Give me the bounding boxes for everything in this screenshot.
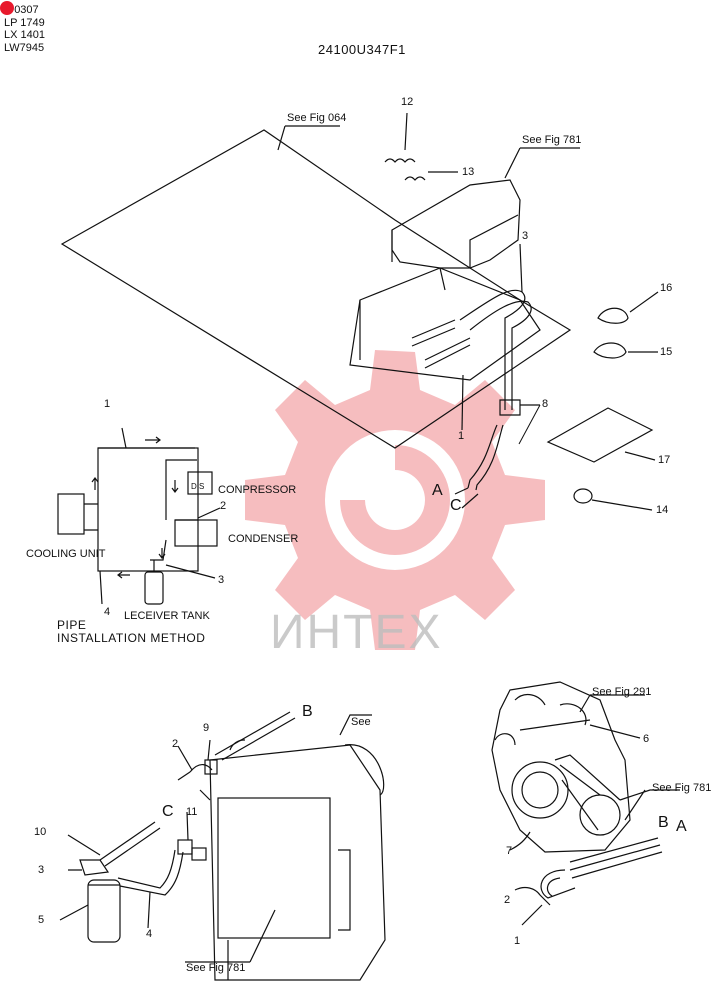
part-2: 2 xyxy=(172,738,179,750)
label-see-fig-781: See Fig 781 xyxy=(186,962,246,974)
part-4: 4 xyxy=(146,928,153,940)
part-3: 3 xyxy=(38,864,45,876)
pipe-4-label: 4 xyxy=(104,606,111,618)
part-9: 9 xyxy=(203,722,210,734)
label-see-fig-064: See Fig 064 xyxy=(287,112,347,124)
receiver-drier xyxy=(87,879,121,943)
radiator-frame xyxy=(209,744,386,981)
part-8: 8 xyxy=(542,398,549,410)
leader-lines xyxy=(518,404,541,445)
label-see: See xyxy=(351,716,371,728)
condenser-label: CONDENSER xyxy=(228,533,299,545)
compressor-ports-label: D S xyxy=(191,482,205,491)
model-code: LP 1749 xyxy=(4,16,45,29)
condenser-core xyxy=(217,797,331,939)
receiver-tank-label: LECEIVER TANK xyxy=(124,610,210,622)
part-11: 11 xyxy=(186,806,198,818)
seat-box xyxy=(391,179,521,269)
drive-belt xyxy=(554,754,621,831)
schematic-title-line2: INSTALLATION METHOD xyxy=(57,631,206,645)
part-2: 2 xyxy=(504,894,511,906)
model-codes: P 0307 LP 1749 LX 1401 LW7945 xyxy=(0,1,45,54)
part-3: 3 xyxy=(522,230,529,242)
part-10: 10 xyxy=(34,826,47,838)
cooling-unit-label: COOLING UNIT xyxy=(26,548,106,560)
part-6: 6 xyxy=(643,733,650,745)
connector-c: C xyxy=(162,803,174,820)
schematic-frame xyxy=(97,447,199,572)
part-7: 7 xyxy=(506,845,513,857)
model-code: LX 1401 xyxy=(4,29,45,41)
condenser-box xyxy=(174,519,218,547)
compressor-label: CONPRESSOR xyxy=(218,484,297,496)
watermark-text: ИНТЕХ xyxy=(270,606,443,659)
watermark-gear-icon xyxy=(245,350,545,650)
label-see-fig-291: See Fig 291 xyxy=(592,686,652,698)
receiver-tank xyxy=(144,571,164,605)
drawing-number: 24100U347F1 xyxy=(318,42,406,57)
connector-b: B xyxy=(302,703,313,720)
part-1: 1 xyxy=(458,430,465,442)
model-code: LW7945 xyxy=(4,41,45,54)
part-17: 17 xyxy=(658,454,671,466)
schematic-title-line1: PIPE xyxy=(57,618,87,632)
connector-b: B xyxy=(658,814,669,831)
connector-a: A xyxy=(432,482,443,499)
part-1: 1 xyxy=(514,935,521,947)
part-13: 13 xyxy=(462,166,475,178)
cooling-unit-box xyxy=(57,493,85,535)
part-15: 15 xyxy=(660,346,673,358)
engine-block xyxy=(491,681,631,853)
part-14: 14 xyxy=(656,504,669,516)
label-see-fig-781: See Fig 781 xyxy=(522,134,582,146)
part-12: 12 xyxy=(401,96,414,108)
part-5: 5 xyxy=(38,914,45,926)
part-16: 16 xyxy=(660,282,673,294)
connector-a: A xyxy=(676,818,687,835)
pipe-3-label: 3 xyxy=(218,574,225,586)
compressor-box xyxy=(187,471,213,495)
compressor-pulley xyxy=(511,761,569,819)
label-see-fig-781: See Fig 781 xyxy=(652,782,712,794)
pipe-2-label: 2 xyxy=(220,500,227,512)
pipe-1-label: 1 xyxy=(104,398,111,410)
line-work xyxy=(57,112,680,981)
connector-c: C xyxy=(450,497,462,514)
logo-dot-icon xyxy=(0,1,14,15)
